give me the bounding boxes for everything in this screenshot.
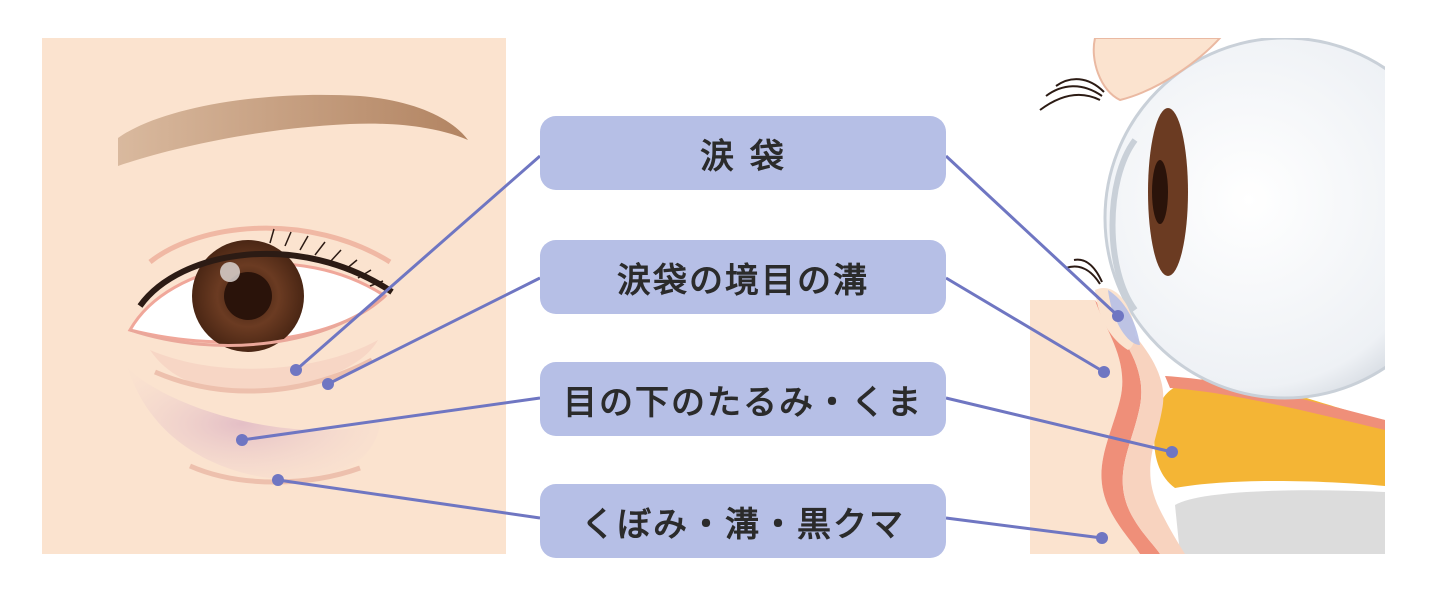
lower-lashes-side [1065,258,1103,285]
label-tear-trough-text: 涙 袋 [700,136,786,177]
skin-layer-pink [1095,300,1160,554]
label-tear-trough-groove: 涙袋の境目の溝 [540,240,946,314]
leader-dot-tear-trough-groove-front [322,378,334,390]
leader-line-under-eye-bags-right [945,396,1173,454]
leader-line-tear-trough-left [295,154,541,372]
eyebrow [118,94,468,166]
leader-line-hollows-dark-circles-right [945,516,1103,540]
tear-trough-side [1108,290,1140,345]
leader-dot-tear-trough-side [1112,310,1124,322]
front-eye-illustration [42,38,506,554]
leader-line-tear-trough-groove-right [945,276,1105,374]
upper-lash-line [137,250,394,308]
orbital-bone [1175,490,1385,554]
side-section-illustration [1030,38,1385,554]
leader-line-hollows-dark-circles-left [277,478,541,520]
label-tear-trough: 涙 袋 [540,116,946,190]
eyelashes [269,228,384,287]
label-under-eye-bags-text: 目の下のたるみ・くま [563,382,923,423]
pupil [224,272,272,320]
leader-dot-tear-trough-groove-side [1098,366,1110,378]
side-pupil [1152,160,1168,224]
leader-dot-under-eye-bags-side [1166,446,1178,458]
upper-lashes-side [1039,78,1105,111]
under-eye-bag [128,368,380,480]
upper-lid-crease [148,225,392,265]
muscle-band [1165,376,1385,430]
leader-dot-hollows-dark-circles-side [1096,532,1108,544]
tear-trough-shape [150,340,378,391]
label-tear-trough-groove-text: 涙袋の境目の溝 [617,260,869,301]
leader-dot-hollows-dark-circles-front [272,474,284,486]
iris-highlight [220,262,240,282]
leader-line-tear-trough-groove-left [327,276,541,386]
upper-eyelid-side [1092,38,1222,102]
leader-lines [236,154,1178,544]
leader-dot-tear-trough-front [290,364,302,376]
leader-line-under-eye-bags-left [241,396,541,442]
label-under-eye-bags: 目の下のたるみ・くま [540,362,946,436]
tear-trough-groove-line [154,357,374,394]
leader-line-tear-trough-right [944,154,1120,318]
skin-outer [1030,300,1140,554]
cornea [1109,138,1138,312]
label-hollows-dark-circles-text: くぼみ・溝・黒クマ [581,504,905,545]
leader-dot-under-eye-bags-front [236,434,248,446]
skin-layer-inner [1098,304,1185,554]
label-hollows-dark-circles: くぼみ・溝・黒クマ [540,484,946,558]
